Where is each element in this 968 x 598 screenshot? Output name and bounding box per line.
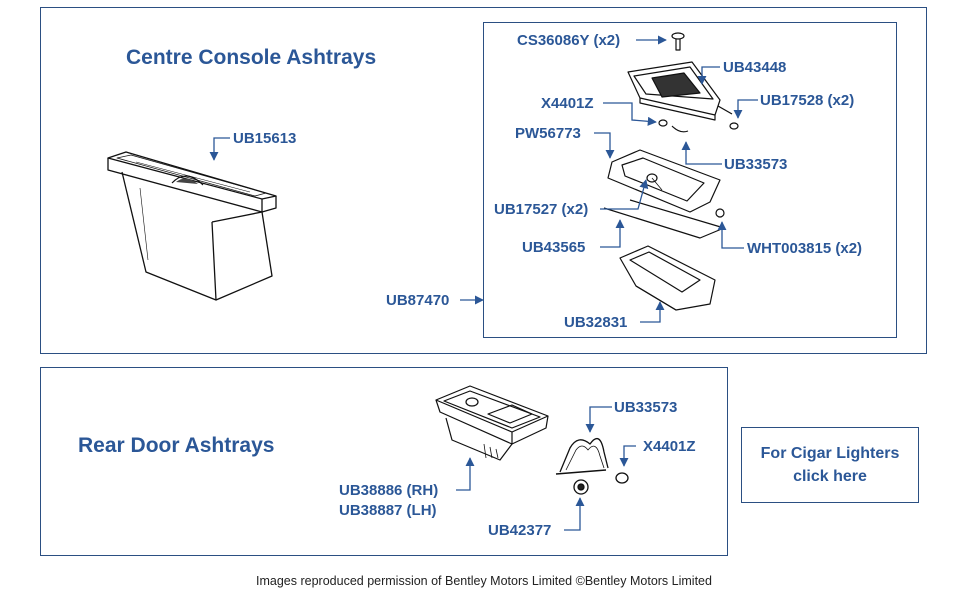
label-x4401z: X4401Z — [541, 95, 594, 112]
label-ub87470: UB87470 — [386, 292, 450, 309]
label-ub43565: UB43565 — [522, 239, 586, 256]
label-rear-ub33573: UB33573 — [614, 399, 678, 416]
ub43448-lid-drawing — [627, 61, 733, 121]
label-ub43448: UB43448 — [723, 59, 787, 76]
wht003815-nut-drawing — [715, 208, 725, 218]
ub32831-bin-drawing — [619, 245, 716, 311]
ub17528-nut-drawing — [729, 122, 739, 130]
rear-door-title: Rear Door Ashtrays — [78, 434, 275, 457]
ub42377-nut-drawing — [573, 479, 589, 495]
label-ub17528: UB17528 (x2) — [760, 92, 855, 109]
label-ub15613: UB15613 — [233, 130, 297, 147]
label-ub42377: UB42377 — [488, 522, 552, 539]
ub15613-ashtray-drawing — [107, 151, 277, 301]
cigar-lighters-link[interactable]: For Cigar Lighters click here — [741, 427, 919, 503]
label-cs36086y: CS36086Y (x2) — [517, 32, 621, 49]
label-ub17527: UB17527 (x2) — [494, 201, 589, 218]
exploded-parts-drawing — [603, 32, 739, 311]
label-pw56773: PW56773 — [515, 125, 581, 142]
label-wht003815: WHT003815 (x2) — [747, 240, 863, 257]
rear-small-parts-drawing — [555, 437, 629, 495]
rear-door-panel — [40, 367, 728, 556]
label-ub38886: UB38886 (RH) — [339, 482, 439, 499]
rear-x4401z-washer-drawing — [615, 472, 629, 484]
label-ub33573: UB33573 — [724, 156, 788, 173]
ub33573-spring-drawing — [671, 125, 689, 133]
centre-console-title: Centre Console Ashtrays — [126, 46, 377, 69]
x4401z-washer-drawing — [658, 119, 668, 127]
cigar-link-line2: click here — [793, 468, 867, 485]
rear-ashtray-drawing — [435, 385, 549, 461]
label-rear-x4401z: X4401Z — [643, 438, 696, 455]
label-ub32831: UB32831 — [564, 314, 628, 331]
ub43565-gasket-drawing — [603, 199, 725, 239]
leader-lines — [209, 35, 758, 531]
cs36086y-screw-drawing — [671, 32, 685, 51]
copyright-credit: Images reproduced permission of Bentley … — [256, 574, 712, 588]
label-ub38887: UB38887 (LH) — [339, 502, 437, 519]
cigar-link-line1: For Cigar Lighters — [760, 445, 900, 462]
pw56773-frame-drawing — [607, 149, 721, 213]
